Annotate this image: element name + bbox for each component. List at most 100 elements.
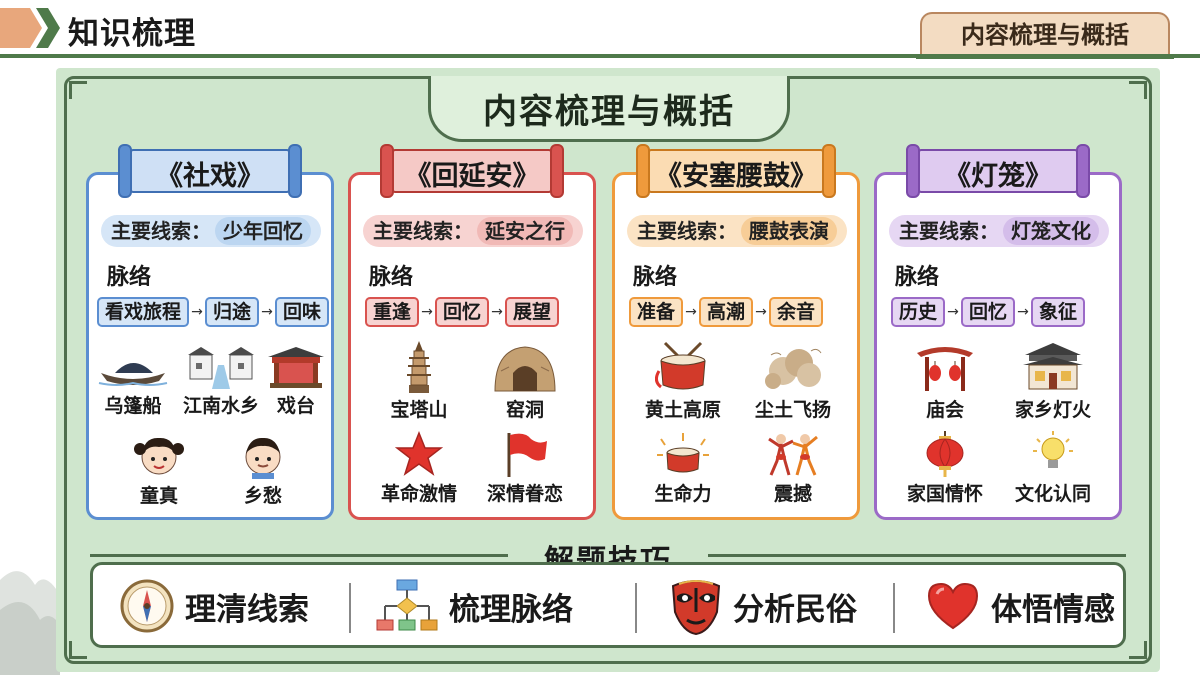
light-bulb-icon: [1033, 431, 1073, 468]
chevron-right-icon: [0, 8, 60, 48]
card-she-xi: 主要线索：少年回忆 脉络 看戏旅程 → 归途 → 回味 乌篷船: [86, 172, 334, 520]
card-hui-yan-an: 主要线索：延安之行 脉络 重逢 → 回忆 → 展望 宝塔山: [348, 172, 596, 520]
card-title: 《回延安》: [404, 161, 540, 192]
item-nostalgia: 乡愁: [221, 433, 305, 508]
main-clue-value: 延安之行: [477, 217, 573, 245]
water-town-icon: [188, 347, 254, 389]
item-cultural-identity: 文化认同: [1005, 431, 1101, 506]
board-title-plaque: 内容梳理与概括: [428, 76, 790, 142]
page-title: 知识梳理: [68, 16, 196, 52]
item-label: 窑洞: [505, 399, 544, 421]
card-title: 《社戏》: [156, 161, 264, 192]
item-loess-plateau: 黄土高原: [635, 341, 731, 422]
top-header: 知识梳理 内容梳理与概括: [0, 0, 1200, 59]
tip-clues: 理清线索: [119, 573, 309, 639]
scroll-roll-icon: [118, 144, 132, 198]
divider: [90, 554, 508, 557]
mountain-decoration-icon: [0, 571, 60, 675]
item-stage: 戏台: [261, 345, 331, 418]
arrow-right-icon: →: [947, 304, 959, 320]
item-shock: 震撼: [745, 431, 841, 506]
plot-flow: 重逢 → 回忆 → 展望: [365, 295, 560, 329]
scroll-roll-icon: [636, 144, 650, 198]
plot-flow: 看戏旅程 → 归途 → 回味: [97, 295, 330, 329]
tip-emotion: 体悟情感: [925, 573, 1115, 639]
dancers-icon: [768, 434, 818, 476]
item-label: 文化认同: [1014, 483, 1091, 505]
tip-label: 理清线索: [185, 591, 309, 628]
flow-step: 看戏旅程: [97, 297, 190, 327]
main-clue: 主要线索：延安之行: [363, 215, 583, 247]
red-flag-icon: [507, 433, 547, 477]
main-clue: 主要线索：少年回忆: [101, 215, 321, 247]
main-clue-label: 主要线索：: [111, 219, 211, 243]
main-clue-value: 少年回忆: [215, 217, 311, 245]
opera-mask-icon: [671, 580, 721, 636]
flow-step: 回忆: [961, 297, 1016, 327]
arrow-right-icon: →: [261, 304, 273, 320]
item-label: 革命激情: [380, 483, 457, 505]
tip-label: 分析民俗: [733, 591, 857, 628]
vein-label: 脉络: [633, 265, 678, 290]
frame-corner: [69, 81, 87, 99]
item-water-town: 江南水乡: [173, 345, 269, 418]
card-title: 《灯笼》: [944, 161, 1052, 192]
divider: [635, 583, 637, 633]
arrow-right-icon: →: [191, 304, 203, 320]
drum-sparkle-icon: [657, 433, 709, 473]
card-title: 《安塞腰鼓》: [655, 161, 817, 192]
main-clue-label: 主要线索：: [899, 219, 999, 243]
vein-label: 脉络: [107, 265, 152, 290]
frame-corner: [1129, 81, 1147, 99]
item-revolution: 革命激情: [371, 431, 467, 506]
tip-label: 体悟情感: [991, 591, 1115, 628]
item-label: 戏台: [276, 395, 315, 417]
section-tag: 内容梳理与概括: [916, 12, 1174, 59]
divider: [708, 554, 1126, 557]
item-label: 家国情怀: [906, 483, 983, 505]
item-label: 庙会: [925, 399, 964, 421]
divider: [349, 583, 351, 633]
flow-step: 历史: [891, 297, 946, 327]
scroll-roll-icon: [288, 144, 302, 198]
item-vitality: 生命力: [635, 431, 731, 506]
arrow-right-icon: →: [755, 304, 767, 320]
arrow-right-icon: →: [491, 304, 503, 320]
banner-body: [918, 149, 1078, 193]
scroll-roll-icon: [906, 144, 920, 198]
main-clue-value: 腰鼓表演: [741, 217, 837, 245]
scroll-roll-icon: [1076, 144, 1090, 198]
hometown-house-icon: [1023, 343, 1083, 390]
scroll-banner: 《安塞腰鼓》: [636, 144, 836, 198]
plot-flow: 历史 → 回忆 → 象征: [891, 295, 1086, 329]
heart-icon: [927, 582, 979, 630]
main-clue-label: 主要线索：: [637, 219, 737, 243]
flow-step: 余音: [769, 297, 824, 327]
tip-label: 梳理脉络: [449, 591, 573, 628]
main-clue-label: 主要线索：: [373, 219, 473, 243]
tips-panel: 理清线索 梳理脉络: [90, 562, 1126, 648]
tip-customs: 分析民俗: [669, 573, 857, 639]
scroll-roll-icon: [822, 144, 836, 198]
item-label: 江南水乡: [182, 395, 259, 417]
tip-veins: 梳理脉络: [375, 573, 573, 639]
item-cave-dwelling: 窑洞: [477, 341, 573, 422]
summary-board: 内容梳理与概括 主要线索：少年回忆 脉络 看戏旅程 → 归途 → 回味 乌篷船: [56, 68, 1160, 672]
item-flying-dust: 尘土飞扬: [745, 341, 841, 422]
waist-drum-icon: [655, 341, 706, 390]
flow-step: 重逢: [365, 297, 420, 327]
item-label: 乌篷船: [104, 395, 162, 417]
item-pagoda: 宝塔山: [371, 341, 467, 422]
boat-icon: [98, 363, 168, 386]
divider: [893, 583, 895, 633]
stage-icon: [268, 347, 324, 388]
main-clue: 主要线索：腰鼓表演: [627, 215, 847, 247]
flow-step: 高潮: [699, 297, 754, 327]
flow-step: 回忆: [435, 297, 490, 327]
item-label: 童真: [139, 485, 178, 507]
item-label: 尘土飞扬: [754, 399, 831, 421]
flow-step: 展望: [505, 297, 560, 327]
scroll-banner: 《社戏》: [118, 144, 302, 198]
temple-fair-icon: [917, 347, 973, 391]
card-deng-long: 主要线索：灯笼文化 脉络 历史 → 回忆 → 象征 庙会: [874, 172, 1122, 520]
